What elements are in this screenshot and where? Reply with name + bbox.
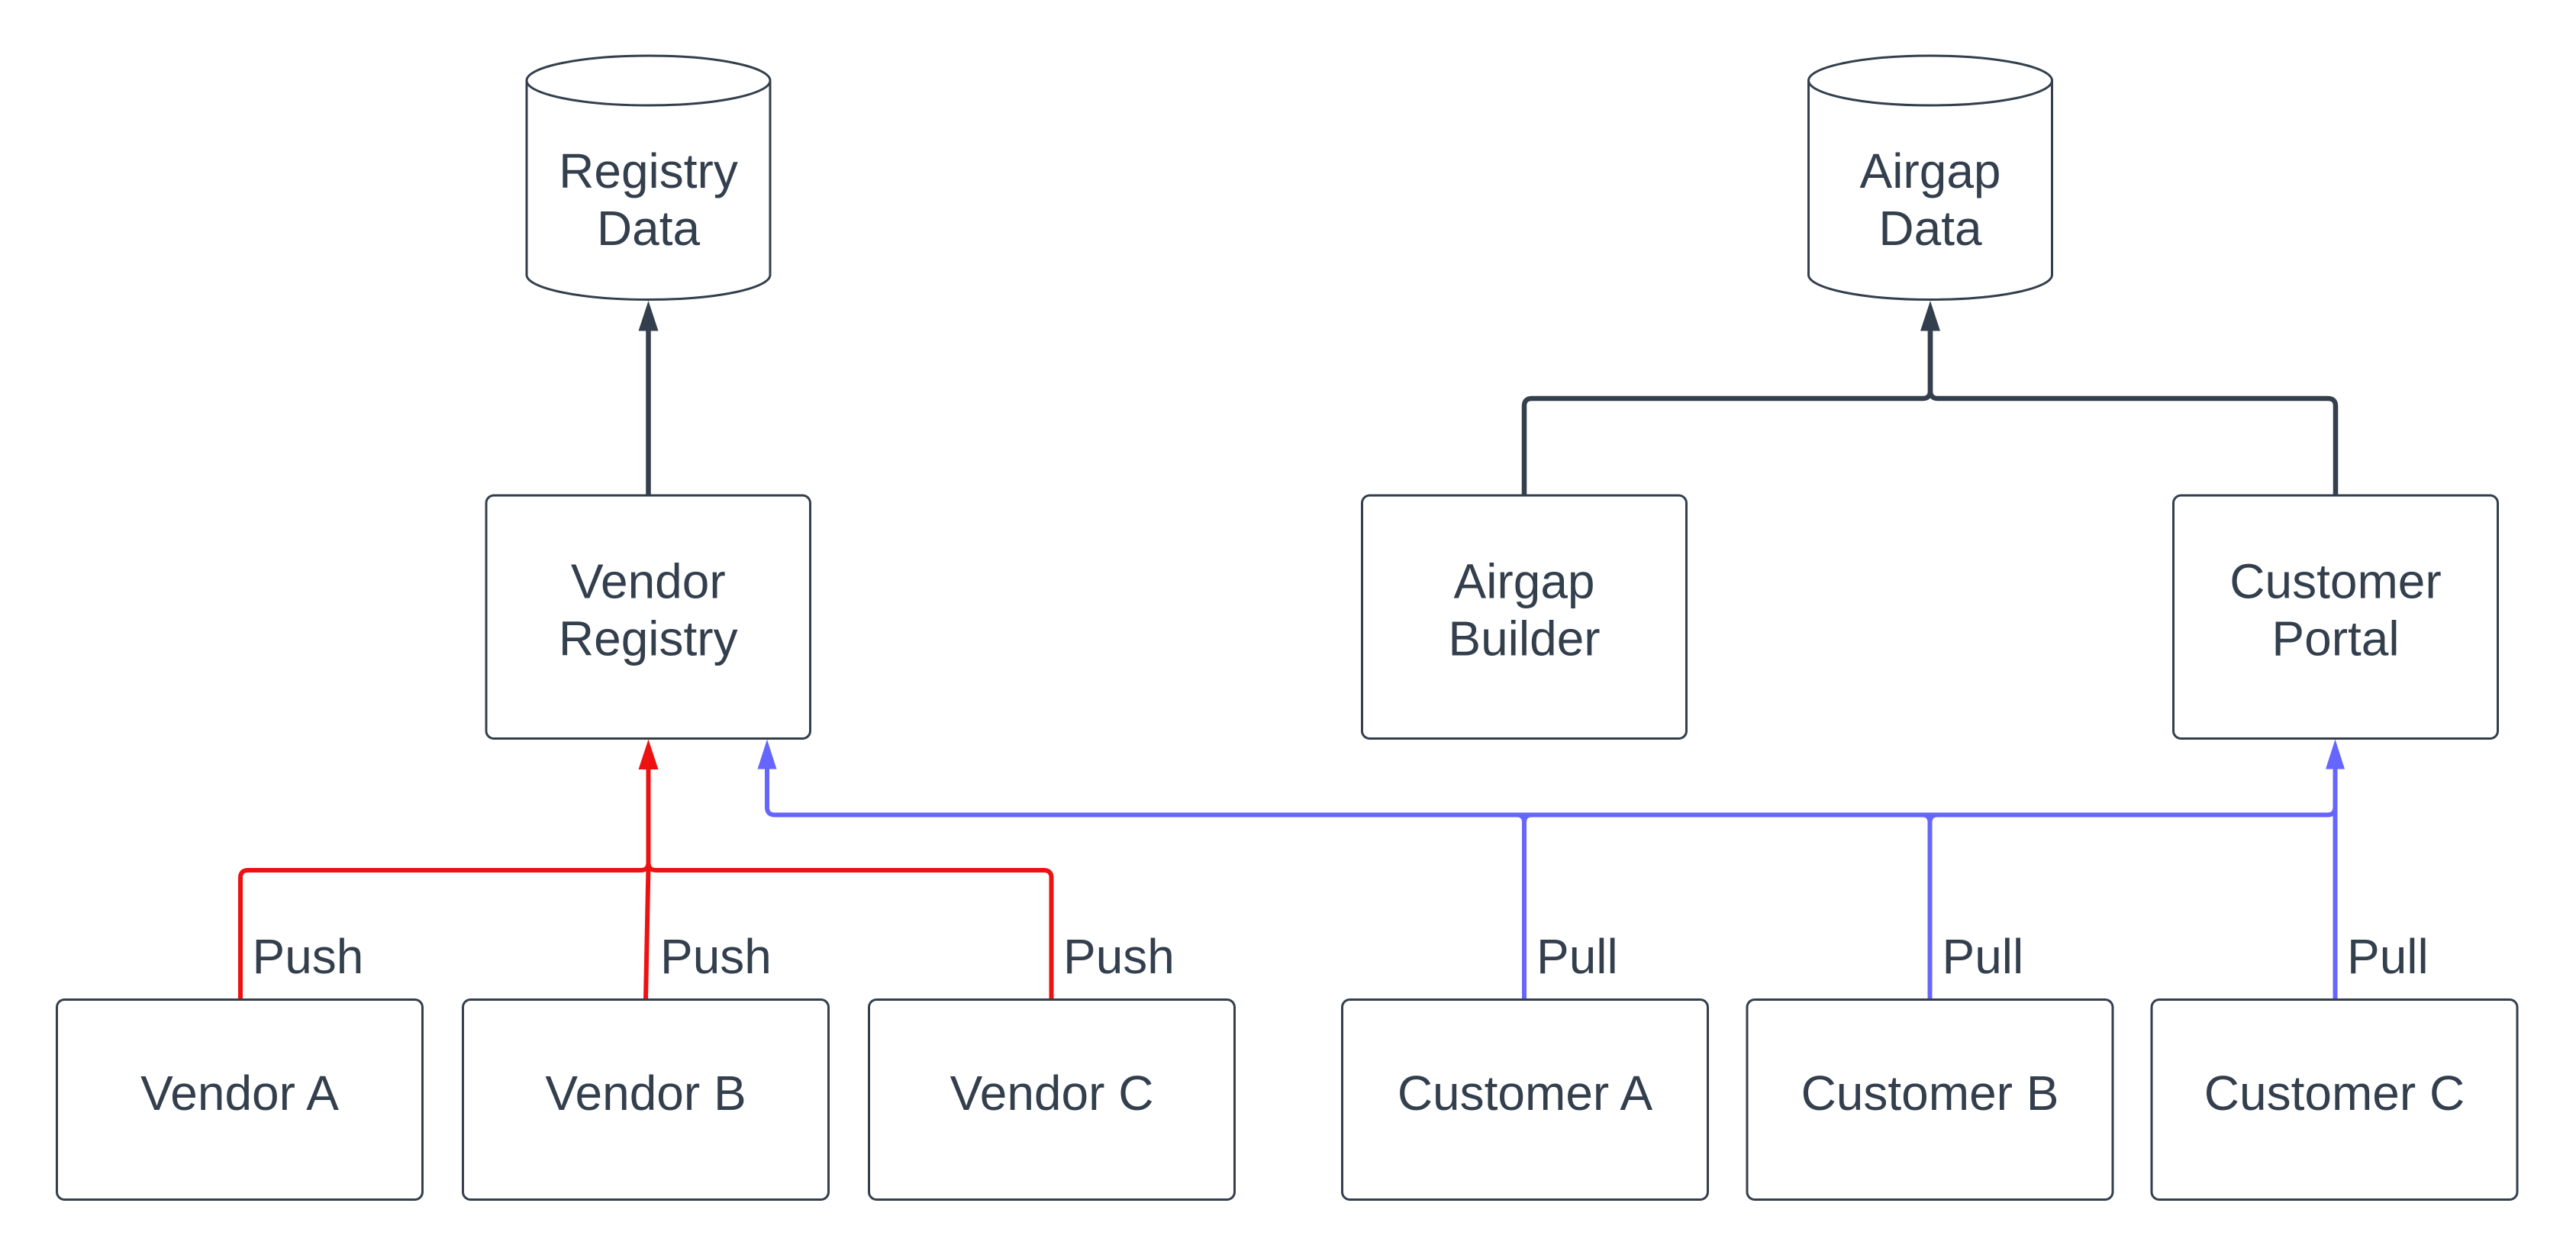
svg-text:Customer: Customer [2229, 554, 2441, 609]
svg-text:Pull: Pull [1536, 929, 1618, 984]
svg-text:Vendor B: Vendor B [545, 1066, 746, 1121]
svg-text:Push: Push [1063, 929, 1175, 984]
svg-text:Registry: Registry [559, 611, 738, 666]
svg-text:Pull: Pull [2347, 929, 2429, 984]
svg-text:Builder: Builder [1448, 611, 1600, 666]
svg-text:Vendor C: Vendor C [950, 1066, 1154, 1121]
svg-text:Data: Data [597, 201, 701, 256]
svg-text:Airgap: Airgap [1454, 554, 1595, 609]
svg-text:Customer B: Customer B [1801, 1066, 2059, 1121]
svg-text:Vendor A: Vendor A [140, 1066, 339, 1121]
svg-text:Customer C: Customer C [2204, 1066, 2465, 1121]
svg-text:Registry: Registry [559, 144, 738, 198]
svg-text:Push: Push [660, 929, 772, 984]
svg-text:Airgap: Airgap [1860, 144, 2001, 198]
svg-text:Customer A: Customer A [1398, 1066, 1653, 1121]
svg-text:Pull: Pull [1942, 929, 2024, 984]
svg-text:Portal: Portal [2271, 611, 2399, 666]
svg-text:Vendor: Vendor [571, 554, 726, 609]
svg-text:Data: Data [1878, 201, 1982, 256]
svg-text:Push: Push [253, 929, 364, 984]
